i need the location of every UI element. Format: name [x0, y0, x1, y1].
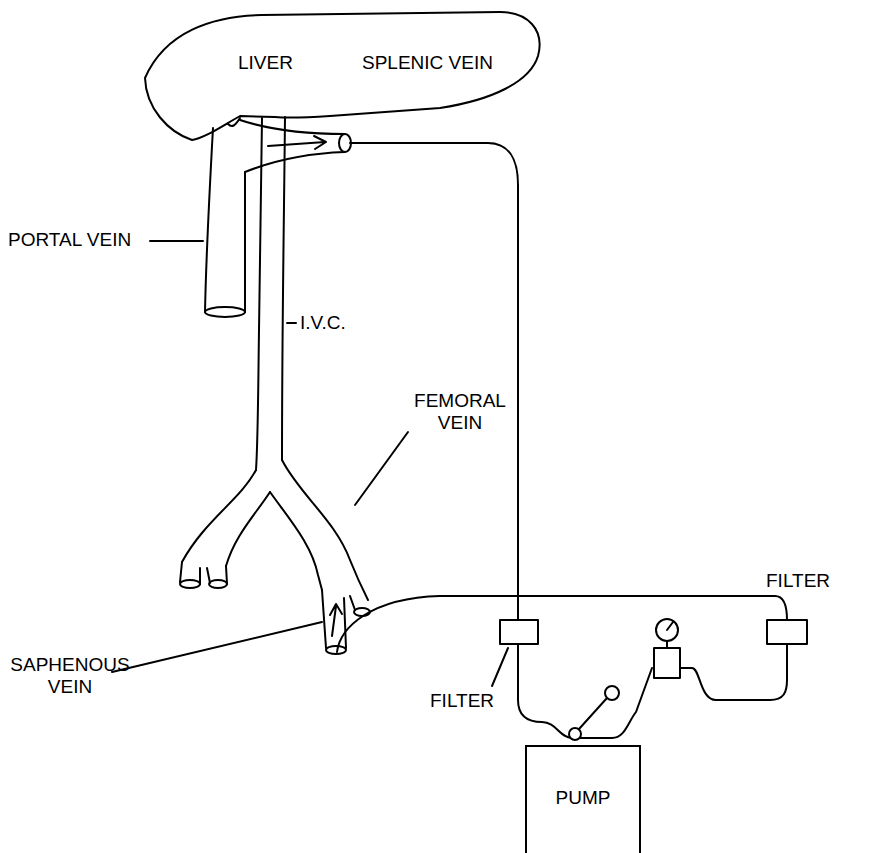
filter [500, 620, 538, 644]
leader-line [287, 322, 296, 324]
saphenous-vein-end [326, 646, 346, 654]
organ-label: LIVER [238, 52, 328, 74]
leader-line [150, 240, 203, 242]
portal-vein [244, 172, 246, 312]
vessel-label: SAPHENOUS VEIN [10, 654, 130, 698]
catheter [350, 143, 518, 620]
splenic-vein [240, 120, 345, 134]
portal-vein [205, 128, 213, 312]
femoral-vein [270, 492, 322, 590]
pressure-gauge [656, 619, 678, 641]
left-iliac-vein [226, 492, 270, 566]
leader-line [492, 648, 508, 686]
flow-arrow [330, 604, 342, 636]
pump-box: PUMP [525, 745, 641, 853]
vessel-label: I.V.C. [300, 312, 370, 334]
ivc [282, 117, 285, 460]
catheter [337, 596, 787, 652]
gauge-stem [666, 641, 668, 648]
filter [767, 620, 807, 644]
roller-knob [605, 686, 619, 700]
ivc [256, 118, 262, 470]
femoral-vein [350, 596, 355, 610]
roller-arm [579, 698, 607, 729]
leader-line [112, 622, 322, 672]
part-label: FILTER [766, 570, 856, 592]
vessel-label: FEMORAL VEIN [410, 390, 510, 434]
vein-end [180, 580, 200, 588]
vein-end [209, 580, 227, 588]
liver-outline [145, 12, 540, 140]
vessel-label: PORTAL VEIN [8, 229, 148, 251]
left-iliac-vein [182, 470, 256, 562]
portal-vein [228, 118, 240, 126]
box-label: PUMP [527, 787, 639, 809]
gauge-body [654, 648, 680, 678]
vein-end [354, 608, 370, 616]
saphenous-vein [322, 590, 346, 648]
portal-vein-end [205, 307, 245, 317]
splenic-vein [245, 152, 345, 172]
leader-line [355, 432, 408, 505]
femoral-vein [282, 460, 368, 600]
flow-arrow [268, 136, 326, 149]
tubing [518, 644, 652, 738]
gauge-needle [667, 622, 673, 630]
vessel-label: SPLENIC VEIN [362, 52, 542, 74]
part-label: FILTER [430, 690, 510, 712]
tubing [680, 644, 787, 700]
